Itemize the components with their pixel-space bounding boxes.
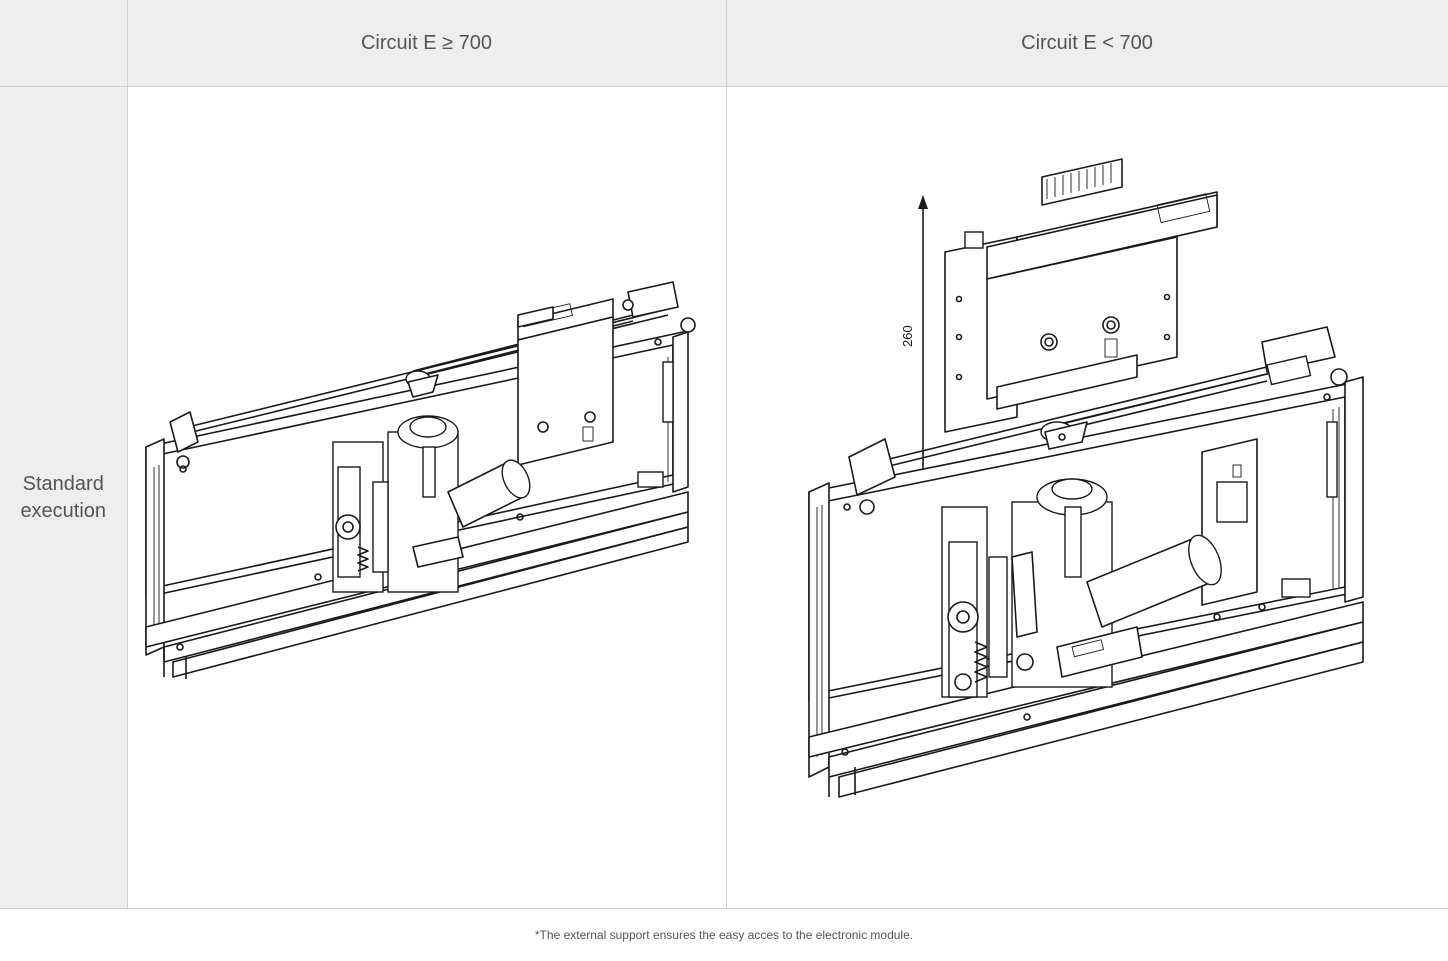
drawing-cell-circuit-e-ge-700 [126,86,727,909]
footnote: *The external support ensures the easy a… [0,907,1448,961]
column-header-circuit-e-ge-700: Circuit E ≥ 700 [126,0,727,88]
operating-mechanism-drawing-e-lt-700: 260 [807,158,1364,798]
row-header-line-1: Standard [22,472,104,495]
dimension-label: 260 [900,325,915,347]
column-header-circuit-e-lt-700: Circuit E < 700 [725,0,1448,88]
drawing-cell-circuit-e-lt-700: 260 [725,86,1448,909]
row-header-line-2: execution [20,499,107,522]
row-header-standard-execution: Standard execution [0,86,128,909]
corner-cell [0,0,128,88]
dimension-arrow-top [917,195,928,210]
operating-mechanism-drawing-e-ge-700 [144,281,696,680]
